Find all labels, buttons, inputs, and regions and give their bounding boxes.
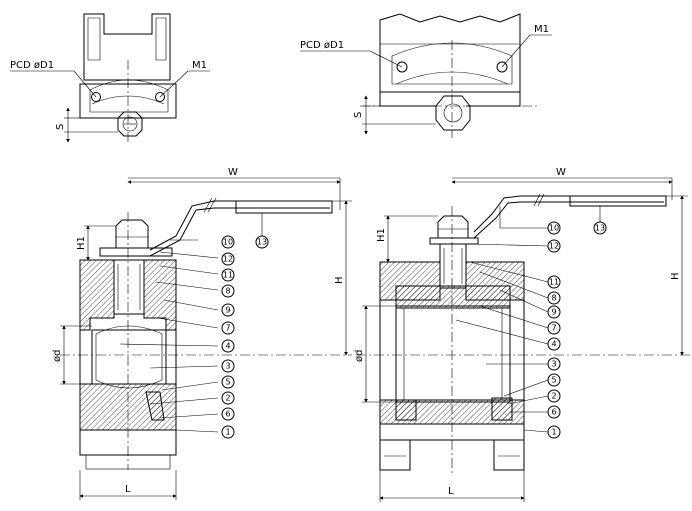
svg-text:4: 4 bbox=[551, 340, 556, 349]
svg-text:5: 5 bbox=[551, 376, 556, 385]
svg-text:13: 13 bbox=[257, 238, 267, 247]
svg-text:6: 6 bbox=[551, 408, 556, 417]
svg-text:3: 3 bbox=[225, 362, 230, 371]
d-label-right: ød bbox=[354, 350, 365, 362]
h1-label-left: H1 bbox=[76, 236, 87, 250]
callout-2-right: 2 bbox=[547, 389, 561, 403]
d-label-left: ød bbox=[52, 350, 63, 362]
callout-9-left: 9 bbox=[221, 303, 235, 317]
callout-5-right: 5 bbox=[547, 373, 561, 387]
s-label-left: S bbox=[55, 124, 66, 130]
w-label-left: W bbox=[228, 167, 238, 178]
s-label-right: S bbox=[353, 112, 364, 118]
l-label-left: L bbox=[125, 484, 131, 495]
svg-text:11: 11 bbox=[223, 271, 233, 280]
callout-11-left: 11 bbox=[221, 268, 235, 282]
callout-8-left: 8 bbox=[221, 284, 235, 298]
svg-text:2: 2 bbox=[225, 394, 230, 403]
svg-text:1: 1 bbox=[551, 428, 556, 437]
callout-13-left: 13 bbox=[255, 235, 269, 249]
callout-12-right: 12 bbox=[547, 239, 561, 253]
top-view-right: S PCD øD1 M1 bbox=[300, 13, 552, 138]
callout-7-right: 7 bbox=[547, 321, 561, 335]
callout-1-right: 1 bbox=[547, 425, 561, 439]
callout-7-left: 7 bbox=[221, 321, 235, 335]
svg-text:2: 2 bbox=[551, 392, 556, 401]
h-label-left: H bbox=[334, 276, 345, 284]
top-view-left: S PCD øD1 M1 bbox=[10, 13, 210, 143]
callout-2-left: 2 bbox=[221, 391, 235, 405]
h1-label-right: H1 bbox=[376, 228, 387, 242]
callout-6-right: 6 bbox=[547, 405, 561, 419]
callout-10-right: 10 bbox=[547, 221, 561, 235]
svg-text:3: 3 bbox=[551, 360, 556, 369]
svg-text:10: 10 bbox=[549, 224, 559, 233]
svg-text:7: 7 bbox=[225, 324, 230, 333]
w-label-right: W bbox=[556, 167, 566, 178]
svg-text:9: 9 bbox=[225, 306, 230, 315]
callout-5-left: 5 bbox=[221, 375, 235, 389]
svg-text:1: 1 bbox=[225, 428, 230, 437]
callout-4-left: 4 bbox=[221, 339, 235, 353]
svg-text:8: 8 bbox=[551, 294, 556, 303]
svg-text:12: 12 bbox=[223, 255, 233, 264]
svg-text:9: 9 bbox=[551, 308, 556, 317]
callout-8-right: 8 bbox=[547, 291, 561, 305]
l-label-right: L bbox=[448, 486, 454, 497]
svg-text:7: 7 bbox=[551, 324, 556, 333]
callout-6-left: 6 bbox=[221, 407, 235, 421]
pcd-label-left: PCD øD1 bbox=[10, 60, 54, 71]
callout-3-left: 3 bbox=[221, 359, 235, 373]
svg-text:13: 13 bbox=[595, 224, 605, 233]
callout-4-right: 4 bbox=[547, 337, 561, 351]
callout-11-right: 11 bbox=[547, 275, 561, 289]
h-label-right: H bbox=[670, 272, 681, 280]
pcd-label-right: PCD øD1 bbox=[300, 40, 344, 51]
section-view-left: W H H1 ød L 10 13 12 11 8 9 7 bbox=[52, 167, 352, 500]
svg-text:4: 4 bbox=[225, 342, 230, 351]
svg-text:5: 5 bbox=[225, 378, 230, 387]
section-view-right: W H H1 ød L 10 13 12 11 8 9 bbox=[354, 167, 690, 502]
callout-3-right: 3 bbox=[547, 357, 561, 371]
m1-label-right: M1 bbox=[534, 24, 549, 35]
callout-13-right: 13 bbox=[593, 221, 607, 235]
svg-text:6: 6 bbox=[225, 410, 230, 419]
callout-10-left: 10 bbox=[221, 235, 235, 249]
svg-text:11: 11 bbox=[549, 278, 559, 287]
callout-1-left: 1 bbox=[221, 425, 235, 439]
callout-12-left: 12 bbox=[221, 252, 235, 266]
svg-text:10: 10 bbox=[223, 238, 233, 247]
svg-text:8: 8 bbox=[225, 287, 230, 296]
m1-label-left: M1 bbox=[192, 60, 207, 71]
svg-text:12: 12 bbox=[549, 242, 559, 251]
callout-9-right: 9 bbox=[547, 305, 561, 319]
